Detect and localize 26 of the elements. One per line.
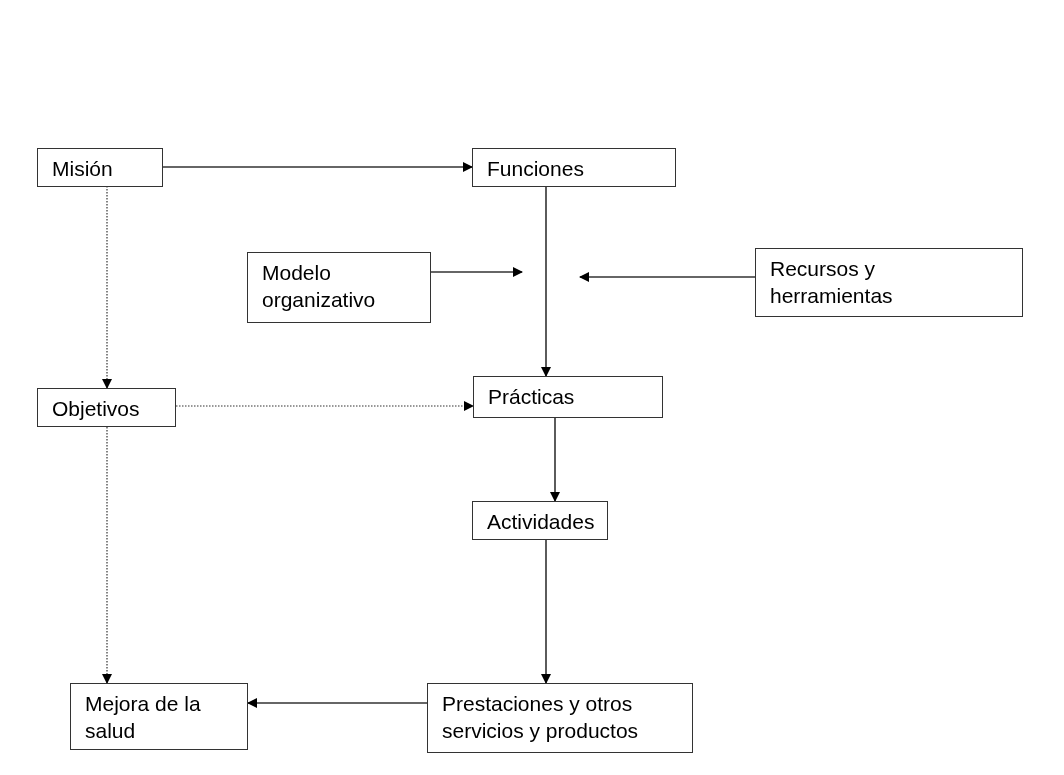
- arrow: [550, 417, 560, 502]
- process-box: [427, 683, 693, 753]
- box-label: Mejora de la salud: [85, 691, 202, 745]
- process-box: [37, 388, 176, 428]
- arrow: [579, 272, 756, 282]
- process-box: [70, 683, 248, 750]
- process-box: [473, 376, 663, 418]
- process-box: [755, 248, 1023, 317]
- process-box: [472, 148, 676, 188]
- box-label: Prestaciones y otros servicios y productos: [442, 691, 640, 745]
- box-label: Objetivos: [52, 396, 141, 422]
- box-label: Modelo organizativo: [262, 260, 377, 314]
- process-box: [472, 501, 608, 541]
- box-label: Funciones: [487, 156, 585, 182]
- arrow: [541, 186, 551, 377]
- arrow: [175, 401, 474, 411]
- box-label: Prácticas: [488, 384, 576, 410]
- box-label: Actividades: [487, 509, 596, 535]
- arrow: [541, 538, 551, 684]
- arrow: [162, 162, 473, 172]
- process-box: [37, 148, 163, 188]
- box-label: Misión: [52, 156, 114, 182]
- box-label: Recursos y herramientas: [770, 256, 894, 310]
- arrow: [430, 267, 523, 277]
- process-box: [247, 252, 431, 323]
- arrow: [247, 698, 428, 708]
